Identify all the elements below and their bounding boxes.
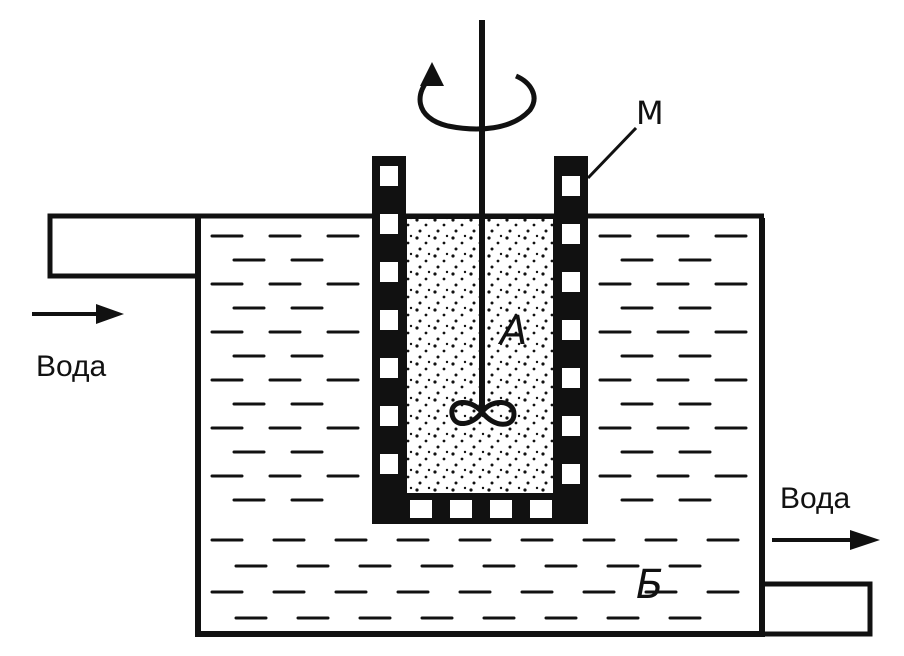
inlet-pipe bbox=[47, 213, 198, 279]
membrane-hole bbox=[562, 224, 580, 244]
membrane-hole bbox=[410, 500, 432, 518]
membrane-wall bbox=[372, 156, 588, 524]
stirrer-blade bbox=[449, 400, 517, 427]
membrane-hole bbox=[380, 454, 398, 474]
membrane-hole bbox=[530, 500, 552, 518]
outlet-pipe bbox=[762, 581, 873, 637]
rotation-arrowhead-icon bbox=[420, 62, 444, 86]
membrane-hole bbox=[380, 214, 398, 234]
outlet-arrowhead-icon bbox=[850, 530, 880, 550]
membrane-hole bbox=[380, 358, 398, 378]
membrane-label: М bbox=[636, 94, 664, 132]
inlet-arrow bbox=[32, 304, 124, 324]
membrane-hole bbox=[450, 500, 472, 518]
water-in-label: Вода bbox=[36, 350, 107, 383]
outlet-arrow bbox=[772, 530, 880, 550]
membrane-hole bbox=[380, 262, 398, 282]
membrane-hole bbox=[562, 272, 580, 292]
water-dashes bbox=[210, 234, 748, 620]
membrane-hole bbox=[562, 176, 580, 196]
membrane-hole bbox=[562, 320, 580, 340]
membrane-hole bbox=[562, 368, 580, 388]
outer-bath-label: Б bbox=[636, 562, 663, 608]
stirrer bbox=[417, 20, 537, 427]
rotation-arrow bbox=[417, 73, 537, 132]
membrane-hole bbox=[562, 464, 580, 484]
membrane-hole bbox=[490, 500, 512, 518]
membrane-holes bbox=[380, 166, 580, 518]
membrane-hole bbox=[380, 166, 398, 186]
inlet-arrowhead-icon bbox=[96, 304, 124, 324]
water-out-label: Вода bbox=[780, 482, 851, 515]
bath-wall bbox=[195, 218, 765, 637]
inner-vessel-label: А bbox=[497, 308, 527, 354]
membrane-leader bbox=[586, 126, 638, 180]
membrane-hole bbox=[380, 310, 398, 330]
membrane-hole bbox=[380, 406, 398, 426]
membrane-hole bbox=[562, 416, 580, 436]
